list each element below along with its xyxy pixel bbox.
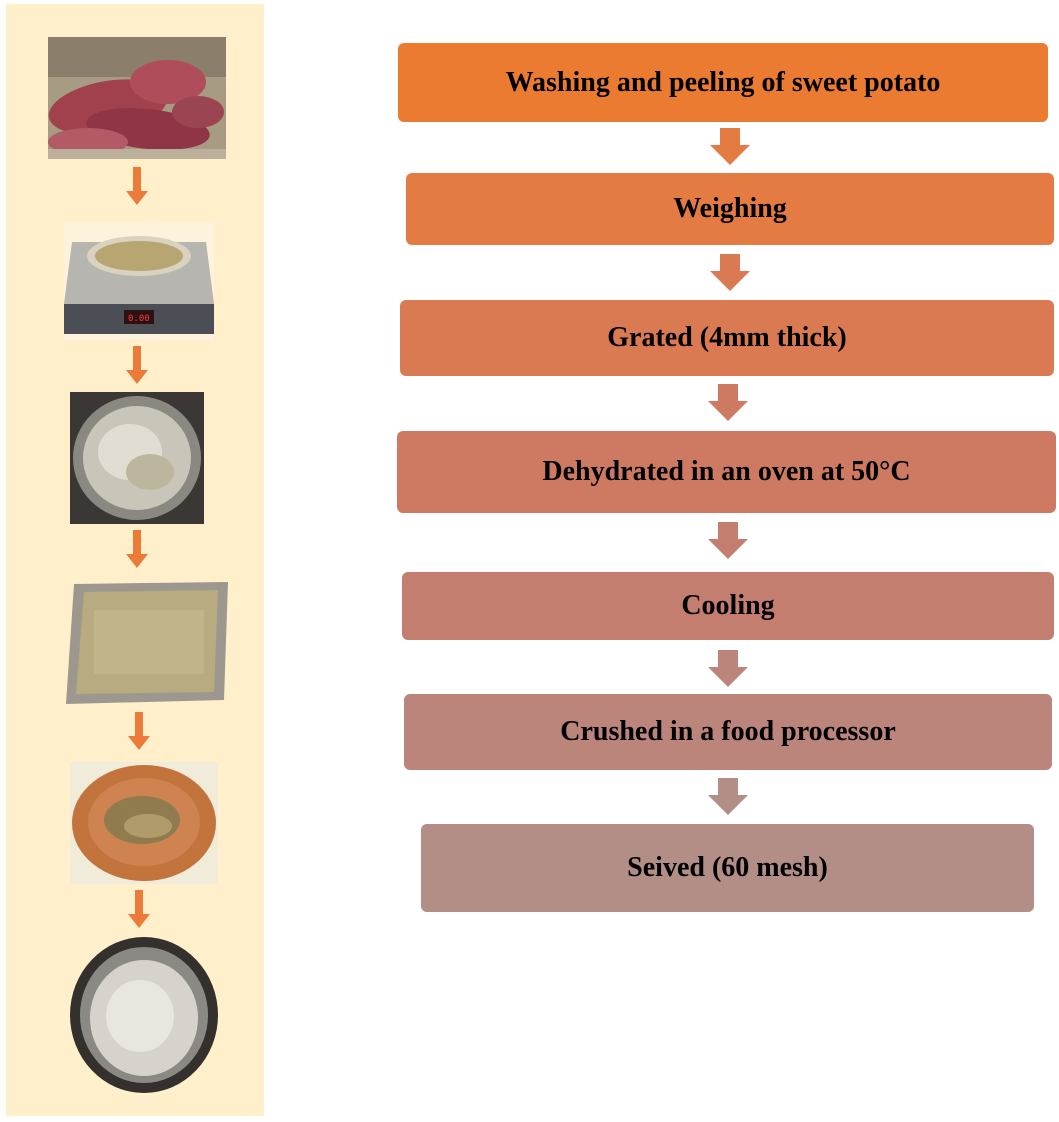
step-label: Seived (60 mesh)	[627, 852, 828, 884]
flow-arrow	[708, 522, 748, 560]
grated-potato-bowl-photo	[70, 392, 204, 524]
flow-arrow-small	[130, 346, 144, 386]
flow-arrow	[708, 778, 748, 816]
step-label: Grated (4mm thick)	[607, 322, 847, 354]
step-label: Weighing	[673, 193, 787, 225]
weighing-scale-photo: 0.00	[64, 222, 214, 340]
drying-tray-photo	[64, 580, 232, 706]
flow-arrow	[710, 254, 750, 292]
flow-arrow-small	[130, 167, 144, 207]
flow-arrow	[708, 384, 748, 422]
dried-flakes-plate-photo	[70, 762, 218, 884]
step-label: Cooling	[681, 590, 774, 622]
step-seived: Seived (60 mesh)	[421, 824, 1034, 912]
step-cooling: Cooling	[402, 572, 1054, 640]
flow-arrow-small	[130, 530, 144, 570]
step-crushed: Crushed in a food processor	[404, 694, 1052, 770]
step-label: Washing and peeling of sweet potato	[506, 67, 941, 99]
flow-arrow-small	[132, 890, 146, 934]
sweet-potato-photo	[48, 37, 226, 159]
flour-bowl-photo	[68, 934, 220, 1096]
flow-arrow	[710, 128, 750, 166]
step-weighing: Weighing	[406, 173, 1054, 245]
step-grated: Grated (4mm thick)	[400, 300, 1054, 376]
step-dehydrated: Dehydrated in an oven at 50°C	[397, 431, 1056, 513]
step-label: Dehydrated in an oven at 50°C	[542, 456, 910, 488]
photo-panel: 0.00	[6, 4, 264, 1116]
step-washing-peeling: Washing and peeling of sweet potato	[398, 43, 1048, 122]
flow-arrow	[708, 650, 748, 688]
svg-text:0.00: 0.00	[128, 314, 150, 324]
flow-arrow-small	[132, 712, 146, 756]
step-label: Crushed in a food processor	[560, 716, 896, 748]
